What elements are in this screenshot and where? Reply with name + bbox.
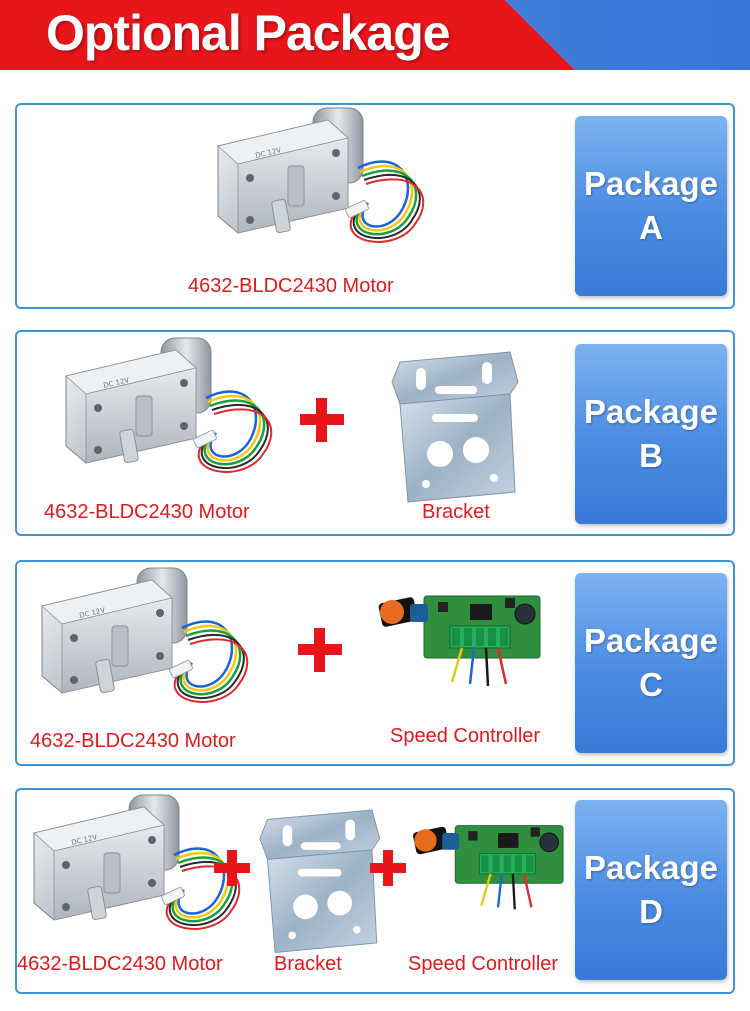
header-red-band bbox=[0, 0, 575, 70]
package-b-button[interactable]: Package B bbox=[575, 344, 727, 524]
speed-controller-label: Speed Controller bbox=[390, 725, 541, 747]
package-word: Package bbox=[584, 393, 718, 430]
package-letter: C bbox=[639, 666, 663, 703]
package-letter: D bbox=[639, 893, 663, 930]
plus-icon bbox=[214, 850, 250, 886]
package-letter: A bbox=[639, 209, 663, 246]
speed-controller-icon bbox=[411, 824, 565, 911]
package-word: Package bbox=[584, 849, 718, 886]
plus-icon bbox=[300, 398, 344, 442]
package-c-button[interactable]: Package C bbox=[575, 573, 727, 753]
package-letter: B bbox=[639, 437, 663, 474]
speed-controller-label: Speed Controller bbox=[408, 953, 559, 975]
bracket-icon bbox=[391, 351, 519, 503]
package-word: Package bbox=[584, 622, 718, 659]
header-banner: Optional Package bbox=[0, 0, 750, 70]
speed-controller-icon bbox=[376, 594, 542, 688]
plus-icon bbox=[298, 628, 342, 672]
motor-label: 4632-BLDC2430 Motor bbox=[44, 501, 250, 523]
plus-icon bbox=[370, 850, 406, 886]
bracket-label: Bracket bbox=[422, 501, 490, 523]
page-title: Optional Package bbox=[46, 5, 451, 61]
motor-icon bbox=[40, 566, 249, 704]
package-d-button[interactable]: Package D bbox=[575, 800, 727, 980]
bracket-icon bbox=[259, 809, 381, 953]
bracket-label: Bracket bbox=[274, 953, 342, 975]
motor-label: 4632-BLDC2430 Motor bbox=[30, 730, 236, 752]
motor-label: 4632-BLDC2430 Motor bbox=[188, 275, 394, 297]
motor-label: 4632-BLDC2430 Motor bbox=[17, 953, 223, 975]
package-a-button[interactable]: Package A bbox=[575, 116, 727, 296]
motor-icon bbox=[216, 106, 425, 244]
motor-icon bbox=[64, 336, 273, 474]
package-word: Package bbox=[584, 165, 718, 202]
